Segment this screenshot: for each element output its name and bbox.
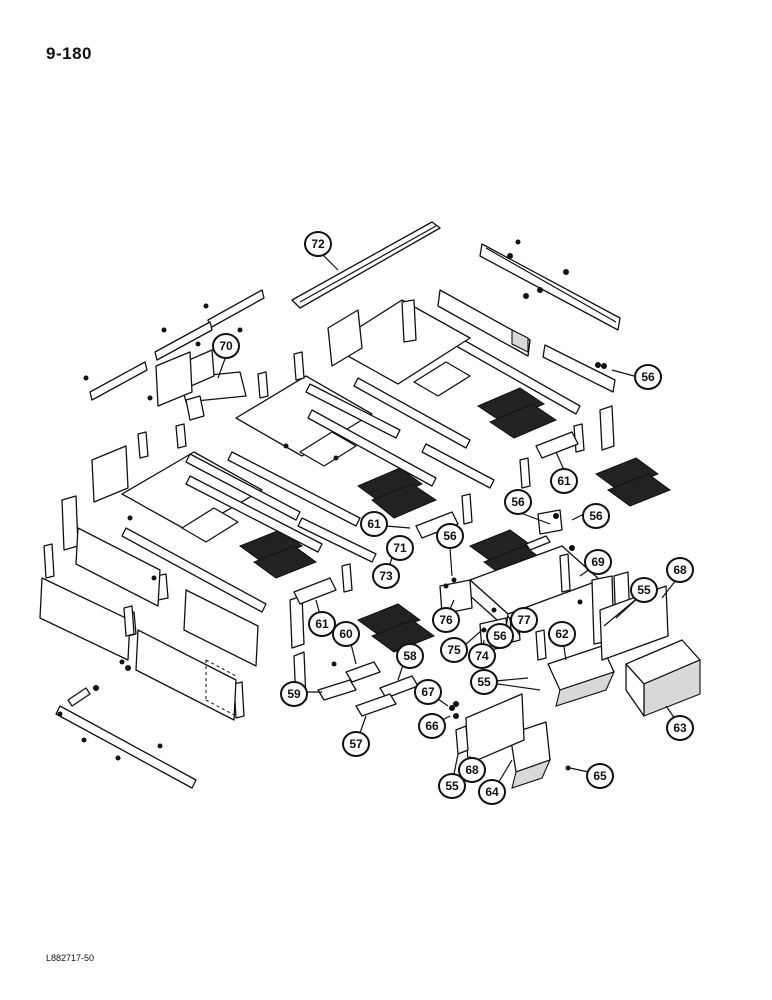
figure-code: L882717-50 <box>46 953 95 963</box>
callout-label: 59 <box>287 687 301 701</box>
callout-label: 75 <box>447 643 461 657</box>
callout-58: 58 <box>396 643 424 669</box>
callout-label: 66 <box>425 719 439 733</box>
callout-61: 61 <box>360 511 388 537</box>
callout-70: 70 <box>212 333 240 359</box>
callout-label: 68 <box>465 763 479 777</box>
callout-67: 67 <box>414 679 442 705</box>
callout-label: 65 <box>593 769 607 783</box>
callout-label: 61 <box>557 474 571 488</box>
page-number: 9-180 <box>46 44 92 63</box>
callout-73: 73 <box>372 563 400 589</box>
callout-label: 67 <box>421 685 435 699</box>
callout-75: 75 <box>440 637 468 663</box>
callout-label: 58 <box>403 649 417 663</box>
callout-label: 69 <box>591 555 605 569</box>
callout-56: 56 <box>504 489 532 515</box>
callout-56: 56 <box>486 623 514 649</box>
callout-56: 56 <box>634 364 662 390</box>
callout-66: 66 <box>418 713 446 739</box>
callout-label: 55 <box>445 779 459 793</box>
left-panels <box>39 527 259 721</box>
callout-label: 61 <box>315 617 329 631</box>
callout-55: 55 <box>630 577 658 603</box>
right-end-rail <box>542 344 616 451</box>
callout-74: 74 <box>468 643 496 669</box>
callout-76: 76 <box>432 607 460 633</box>
callout-label: 56 <box>443 529 457 543</box>
callout-label: 71 <box>393 541 407 555</box>
callout-59: 59 <box>280 681 308 707</box>
top-rail-72 <box>291 221 441 309</box>
callout-label: 73 <box>379 569 393 583</box>
callout-label: 61 <box>367 517 381 531</box>
chute-62 <box>547 645 616 707</box>
callout-69: 69 <box>584 549 612 575</box>
callout-label: 76 <box>439 613 453 627</box>
callout-label: 56 <box>511 495 525 509</box>
callout-62: 62 <box>548 621 576 647</box>
plates-57-60 <box>317 661 419 717</box>
right-upper-rail <box>479 243 621 331</box>
callout-63: 63 <box>666 715 694 741</box>
callout-56: 56 <box>582 503 610 529</box>
callout-77: 77 <box>510 607 538 633</box>
callout-label: 70 <box>219 339 233 353</box>
callout-label: 56 <box>493 629 507 643</box>
callout-label: 62 <box>555 627 569 641</box>
callout-label: 60 <box>339 627 353 641</box>
callout-label: 55 <box>477 675 491 689</box>
callout-65: 65 <box>586 763 614 789</box>
angle-61 <box>293 431 579 605</box>
callout-61: 61 <box>550 468 578 494</box>
hardware <box>119 239 607 771</box>
callout-label: 77 <box>517 613 531 627</box>
callout-label: 56 <box>589 509 603 523</box>
callout-60: 60 <box>332 621 360 647</box>
callout-64: 64 <box>478 779 506 805</box>
left-upper-rails <box>83 289 265 401</box>
bottom-angle-rail <box>55 665 197 789</box>
long-bars <box>121 377 495 613</box>
callout-label: 55 <box>637 583 651 597</box>
callout-56: 56 <box>436 523 464 549</box>
chute-63 <box>625 639 701 717</box>
callout-label: 57 <box>349 737 363 751</box>
callout-68: 68 <box>458 757 486 783</box>
callout-label: 63 <box>673 721 687 735</box>
grates <box>238 387 672 653</box>
callout-72: 72 <box>304 231 332 257</box>
callout-label: 72 <box>311 237 325 251</box>
callout-label: 68 <box>673 563 687 577</box>
callout-68: 68 <box>666 557 694 583</box>
floor-plates <box>91 299 471 543</box>
callout-55: 55 <box>438 773 466 799</box>
callout-label: 64 <box>485 785 499 799</box>
side-plate-68 <box>455 585 669 765</box>
callout-71: 71 <box>386 535 414 561</box>
callout-61: 61 <box>308 611 336 637</box>
callout-label: 56 <box>641 370 655 384</box>
callout-label: 74 <box>475 649 489 663</box>
callout-57: 57 <box>342 731 370 757</box>
callout-55: 55 <box>470 669 498 695</box>
